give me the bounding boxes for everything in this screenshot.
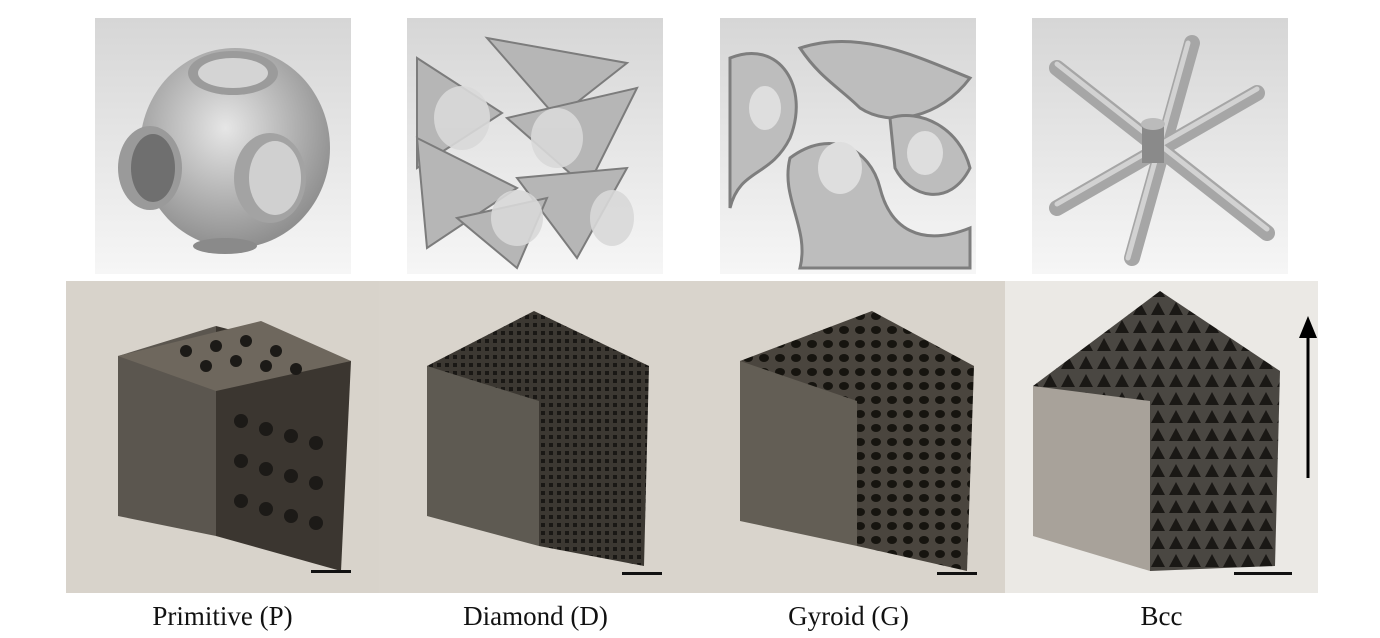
cad-gyroid-unit-cell (720, 18, 976, 274)
label-primitive: Primitive (P) (152, 601, 293, 631)
scale-bar-icon (1234, 572, 1292, 575)
photo-diamond-sample (379, 281, 692, 593)
scale-bar-icon (622, 572, 662, 575)
photo-bcc-sample (1005, 281, 1318, 593)
label-gyroid: Gyroid (G) (788, 601, 909, 631)
scale-bar-icon (311, 570, 351, 573)
cad-primitive-unit-cell (95, 18, 351, 274)
label-bcc: Bcc (1140, 601, 1183, 631)
up-arrow-icon (1296, 316, 1320, 478)
cad-bcc-unit-cell (1032, 18, 1288, 274)
photo-gyroid-sample (692, 281, 1005, 593)
label-diamond: Diamond (D) (463, 601, 608, 631)
photo-primitive-sample (66, 281, 379, 593)
scale-bar-icon (937, 572, 977, 575)
cad-diamond-unit-cell (407, 18, 663, 274)
